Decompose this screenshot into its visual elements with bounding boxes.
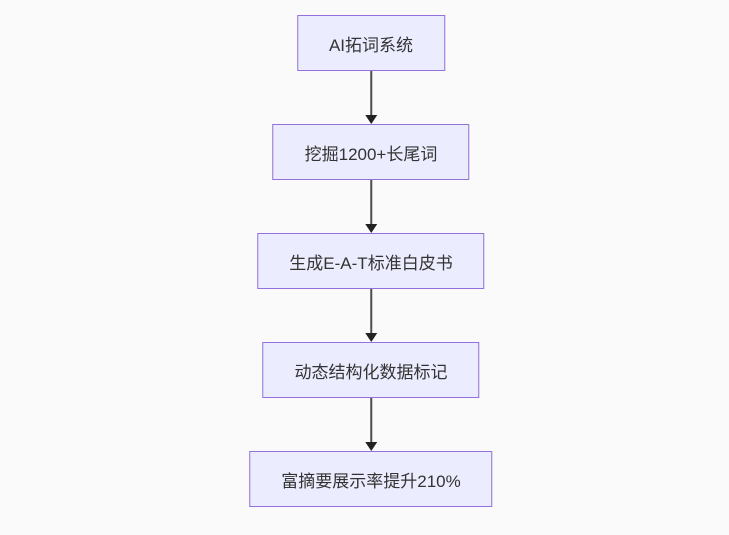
flow-node-eat-whitepaper: 生成E-A-T标准白皮书 <box>257 233 485 289</box>
arrow-head-down-icon <box>364 442 377 451</box>
flow-arrow-4 <box>364 398 377 451</box>
node-label: 生成E-A-T标准白皮书 <box>289 253 453 273</box>
node-label: 挖掘1200+长尾词 <box>304 144 438 164</box>
flow-arrow-3 <box>364 289 377 342</box>
arrow-head-down-icon <box>364 224 377 233</box>
flow-node-longtail-mining: 挖掘1200+长尾词 <box>272 124 470 180</box>
node-label: 富摘要展示率提升210% <box>281 471 461 491</box>
flowchart-column: AI拓词系统 挖掘1200+长尾词 生成E-A-T标准白皮书 动态结构化数据标记 <box>249 15 493 507</box>
node-label: AI拓词系统 <box>328 35 414 55</box>
arrow-head-down-icon <box>364 115 377 124</box>
flow-node-structured-data: 动态结构化数据标记 <box>262 342 480 398</box>
flow-node-ai-word-system: AI拓词系统 <box>296 15 446 71</box>
flow-arrow-1 <box>364 71 377 124</box>
flow-node-rich-snippet-result: 富摘要展示率提升210% <box>249 451 493 507</box>
flow-arrow-2 <box>364 180 377 233</box>
arrow-line <box>369 180 372 224</box>
node-label: 动态结构化数据标记 <box>294 362 448 382</box>
arrow-line <box>369 398 372 442</box>
arrow-line <box>369 71 372 115</box>
arrow-line <box>369 289 372 333</box>
arrow-head-down-icon <box>364 333 377 342</box>
